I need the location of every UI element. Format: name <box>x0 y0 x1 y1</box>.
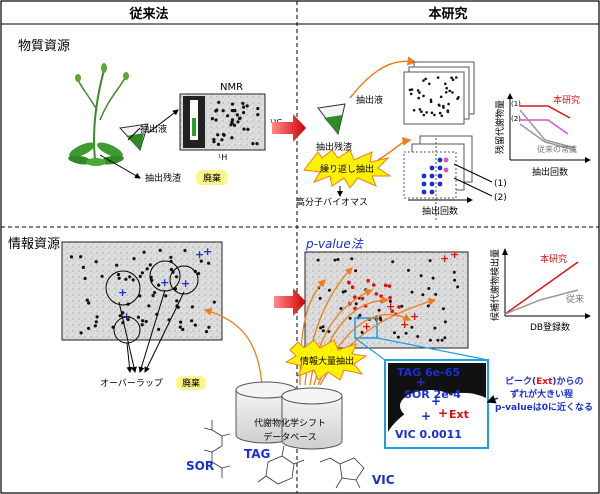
to-nmr-arrow <box>147 109 179 134</box>
stacked-spectra-bottom <box>403 135 473 220</box>
nmr-label: NMR <box>220 82 243 93</box>
extraction-count-label: 抽出回数 <box>422 205 458 217</box>
graph-tick-2: (2) <box>511 115 521 123</box>
svg-text:+: + <box>431 394 441 408</box>
svg-text:+: + <box>181 277 190 290</box>
svg-text:+: + <box>118 286 127 299</box>
tag-molecule-label: TAG <box>244 447 270 461</box>
svg-text:+: + <box>122 310 131 323</box>
svg-text:+: + <box>160 276 169 289</box>
tag-pvalue: TAG 6e-65 <box>397 366 460 379</box>
biomass-label: 高分子バイオマス <box>296 196 368 208</box>
spectrum-dots <box>408 76 460 118</box>
svg-text:+: + <box>421 409 431 423</box>
sor-molecule <box>203 420 231 478</box>
label-1: (1) <box>494 179 507 189</box>
svg-text:+: + <box>362 320 371 333</box>
pointer-line <box>127 127 141 141</box>
note-line1: ピーク(Ext)からの <box>505 375 584 387</box>
section-info-title: 情報資源 <box>8 237 60 252</box>
research-tube-icon <box>317 103 346 136</box>
section-material-title: 物質資源 <box>18 39 70 54</box>
conv-spectrum-dots: ++++++ <box>69 245 216 335</box>
sor-molecule-label: SOR <box>186 459 214 473</box>
residual-graph-this: 本研究 <box>553 94 580 106</box>
svg-text:+: + <box>203 245 212 258</box>
nmr-dots <box>210 100 260 146</box>
residual-graph-conv: 従来の常識 <box>537 144 577 154</box>
residual-graph-xlabel: 抽出回数 <box>532 166 568 178</box>
info-discard-highlight <box>176 376 206 390</box>
zoom-line-2 <box>376 337 489 361</box>
svg-text:+: + <box>438 406 448 420</box>
db-line1: 代謝物化学シフト <box>254 417 326 429</box>
sor-pvalue: SOR 2e-4 <box>404 388 461 401</box>
zoom-dark-region <box>388 363 486 432</box>
mass-extract-label: 情報大量抽出 <box>300 355 354 367</box>
zoom-line-1 <box>354 337 386 361</box>
research-extract-label: 抽出液 <box>356 94 383 106</box>
graph-tick-1: (1) <box>511 100 521 108</box>
tag-molecule <box>257 445 305 485</box>
note-line2: ずれが大きい程 <box>510 388 573 400</box>
pointer-1-line <box>453 163 493 183</box>
zoom-markers: + + + + <box>416 375 448 423</box>
svg-text:+: + <box>386 300 395 313</box>
orange-curve-2 <box>377 137 412 161</box>
mass-extract-burst <box>284 339 368 381</box>
vic-pvalue: VIC 0.0011 <box>395 428 462 441</box>
header-this-study: 本研究 <box>428 6 467 22</box>
ext-label: Ext <box>449 408 469 421</box>
candidate-graph-conv: 従来 <box>566 293 584 305</box>
svg-text:+: + <box>416 375 426 389</box>
svg-text:+: + <box>440 252 449 265</box>
progress-arrow-material <box>272 114 306 142</box>
discard-highlight <box>196 170 228 185</box>
overlap-arrows <box>118 289 185 373</box>
residual-graph-ylabel: 残留代謝物量 <box>494 100 506 154</box>
extract-residue-label: 抽出残渣 <box>145 172 181 184</box>
residue-arrow <box>99 154 141 179</box>
plant-icon <box>68 63 129 166</box>
pointer-2-line <box>453 177 493 197</box>
discard-label: 廃棄 <box>203 172 221 184</box>
extraction-dots <box>421 157 449 195</box>
svg-text:+: + <box>400 318 409 331</box>
candidate-detection-graph <box>502 248 591 319</box>
header-conventional: 従来法 <box>128 6 168 22</box>
repeat-extract-label: 繰り返し抽出 <box>320 163 374 175</box>
research-residue-label: 抽出残渣 <box>316 141 352 153</box>
svg-text:+: + <box>410 310 419 323</box>
orange-curve-1 <box>349 56 417 99</box>
residual-metabolite-graph <box>507 93 591 163</box>
repeat-extract-burst <box>303 149 392 189</box>
progress-arrow-info <box>274 288 306 316</box>
candidate-graph-ylabel: 候補代謝物検出量 <box>489 249 501 321</box>
note-line3: p-valueは0に近くなる <box>495 401 593 413</box>
axis-h-label: ¹H <box>218 153 227 162</box>
candidate-graph-xlabel: DB登録数 <box>530 321 570 333</box>
vic-molecule-label: VIC <box>372 473 395 487</box>
info-discard-label: 廃棄 <box>182 377 200 389</box>
stacked-spectra-top <box>403 61 475 125</box>
candidate-graph-this: 本研究 <box>540 253 567 265</box>
svg-text:+: + <box>195 248 204 261</box>
svg-text:+: + <box>450 248 459 261</box>
label-2: (2) <box>494 193 507 203</box>
overlap-label: オーバーラップ <box>100 378 163 389</box>
database-icon <box>235 381 343 450</box>
pvalue-title: p-value法 <box>305 237 364 251</box>
note-arrow <box>486 395 499 404</box>
db-line2: データベース <box>263 431 317 443</box>
vic-molecule <box>319 457 365 489</box>
